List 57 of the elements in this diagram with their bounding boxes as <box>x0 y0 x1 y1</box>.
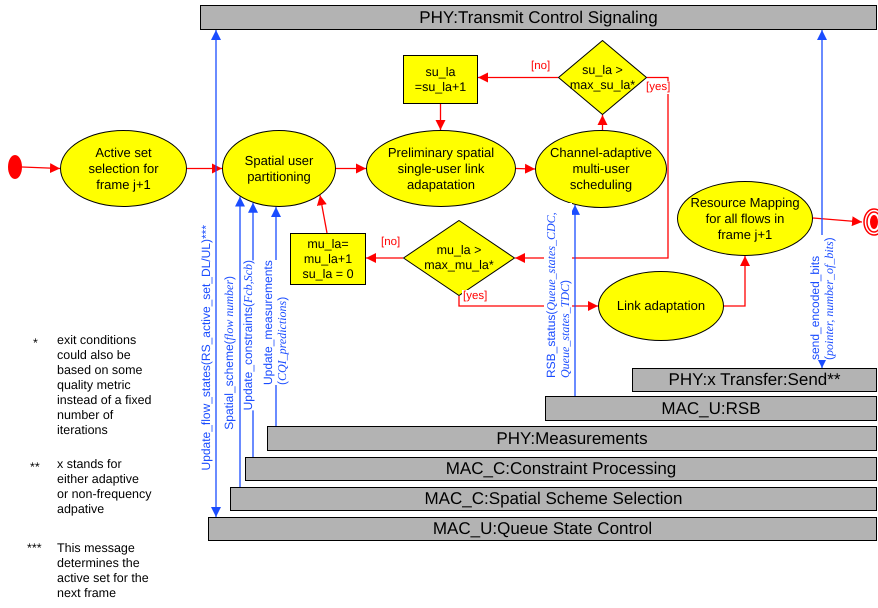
edge-label: [yes] <box>462 290 488 303</box>
edge-label: Update_constraints(Fcb,Scb) <box>241 260 255 410</box>
footnote-text: This message determines the active set for the next frame <box>57 541 150 601</box>
node-label: mu_la= mu_la+1 su_la = 0 <box>301 236 355 282</box>
edge-label: [no] <box>380 236 402 249</box>
footnote-text: exit conditions could also be based on some quality metric instead of a fixed number of iterations <box>57 333 153 438</box>
arrow <box>570 204 580 396</box>
arrow <box>436 104 446 130</box>
node-label: PHY:Transmit Control Signaling <box>419 8 658 28</box>
component-bar <box>200 5 877 30</box>
node-label: Link adaptation <box>616 298 706 314</box>
edge-label: Update_flow_states(RS_active_set_DL/UL)*** <box>199 224 213 470</box>
arrow <box>187 164 222 174</box>
arrow <box>22 163 60 174</box>
node-label: mu_la > max_mu_la* <box>423 243 495 273</box>
component-bar <box>267 426 877 451</box>
arrow <box>366 253 403 263</box>
component-bar <box>245 457 877 481</box>
end-marker <box>862 208 878 236</box>
node-label: Resource Mapping for all flows in frame j+1 <box>689 194 801 242</box>
arrow <box>515 76 669 263</box>
node-label: MAC_C:Spatial Scheme Selection <box>424 489 682 509</box>
arrow <box>478 72 558 82</box>
arrow <box>724 256 750 307</box>
arrow <box>598 115 608 130</box>
edge-label: [no] <box>530 60 552 73</box>
node-label: PHY:x Transfer:Send** <box>668 370 840 390</box>
component-bar <box>545 396 877 421</box>
component-bar <box>230 487 877 511</box>
edge-label: Spatial_scheme(flow number) <box>222 276 236 430</box>
node-label: MAC_U:RSB <box>661 398 761 418</box>
node-label: su_la > max_su_la* <box>570 62 636 92</box>
node-label: PHY:Measurements <box>496 428 648 448</box>
component-bar <box>208 517 877 541</box>
node-label: MAC_C:Constraint Processing <box>446 459 676 479</box>
footnote-text: x stands for either adaptive or non-frequency adpative <box>57 457 153 517</box>
arrow <box>211 30 221 517</box>
footnote-mark: * <box>33 336 39 351</box>
decision-diamond <box>558 40 647 115</box>
node-label: Spatial user partitioning <box>244 152 314 184</box>
component-bar <box>632 368 877 392</box>
node-label: MAC_U:Queue State Control <box>432 519 652 539</box>
node-label: Channel-adaptive multi-user scheduling <box>549 145 653 193</box>
node-label: su_la =su_la+1 <box>414 64 468 94</box>
start-dot <box>8 155 22 179</box>
arrow <box>316 195 328 234</box>
footnote-mark: ** <box>30 460 41 475</box>
footnote-mark: *** <box>27 541 43 556</box>
process-box <box>403 55 478 104</box>
arrow <box>812 216 862 226</box>
edge-label: [yes] <box>645 81 672 94</box>
arrow <box>516 164 536 174</box>
process-box <box>290 233 366 285</box>
node-label: Active set selection for frame j+1 <box>87 144 160 192</box>
arrow <box>235 196 245 487</box>
arrow <box>336 164 366 174</box>
node-label: Preliminary spatial single-user link adapatation <box>386 144 496 192</box>
